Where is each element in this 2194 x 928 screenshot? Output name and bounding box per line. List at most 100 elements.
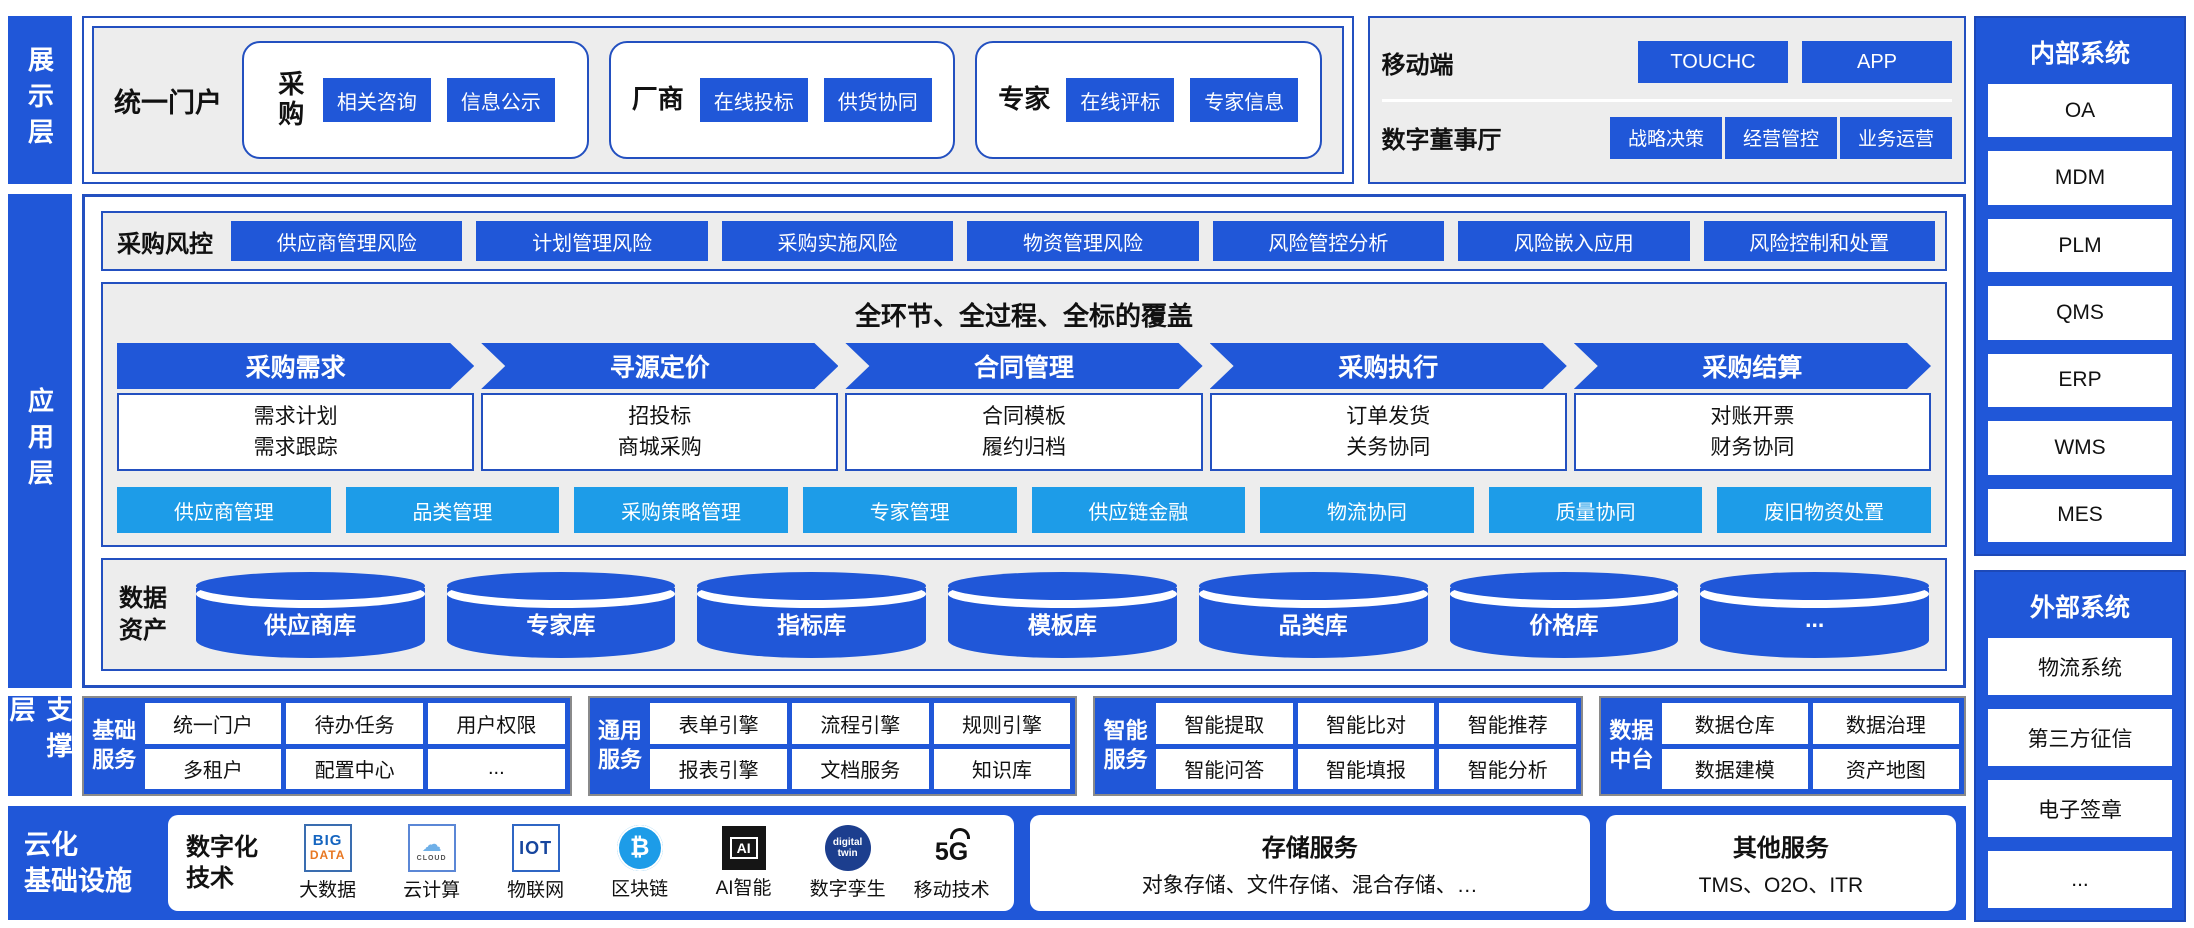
ai-chip-icon: AI	[721, 826, 766, 870]
strategy-decision-block: 战略决策	[1610, 116, 1722, 159]
infra-label-line1: 云化	[24, 829, 78, 860]
cell-smart-analysis: 智能分析	[1439, 748, 1577, 789]
group-smart-services: 智能服务 智能提取 智能比对 智能推荐 智能问答 智能填报 智能分析	[1093, 696, 1584, 796]
stage-execution-items: 订单发货 关务协同	[1209, 393, 1567, 471]
iot-icon: IOT	[511, 824, 560, 872]
boardroom-label: 数字董事厅	[1381, 127, 1502, 155]
touchc-block: TOUCHC	[1638, 41, 1788, 84]
5g-icon: 5G	[928, 824, 976, 872]
infra-label-line2: 基础设施	[24, 866, 132, 896]
cell-data-modeling: 数据建模	[1661, 748, 1808, 789]
storage-service-desc: 对象存储、文件存储、混合存储、…	[1141, 873, 1478, 897]
risk-material-block: 物资管理风险	[967, 221, 1199, 261]
support-layer-row: 基础服务 统一门户 待办任务 用户权限 多租户 配置中心 ... 通用服务 表单…	[82, 696, 1966, 796]
risk-control-block: 风险控制和处置	[1703, 221, 1935, 261]
tech-cloud: ☁ CLOUD 云计算	[388, 824, 476, 902]
stage-demand-header: 采购需求	[117, 343, 474, 389]
risk-panel-label: 采购风控	[117, 230, 213, 258]
risk-analysis-block: 风险管控分析	[1212, 221, 1445, 261]
operation-control-block: 经营管控	[1725, 116, 1837, 159]
cloud-infrastructure-bar: 云化 基础设施 数字化技术 BIG DATA 大数据 ☁ CLOUD 云计算	[8, 806, 1966, 920]
mobile-buttons: TOUCHC APP	[1546, 41, 1952, 84]
stage-settlement-header: 采购结算	[1574, 343, 1931, 389]
digital-twin-icon: digital twin	[824, 825, 871, 871]
database-cylinders: 供应商库 专家库 指标库 模板库 品类库	[195, 571, 1930, 658]
infrastructure-label: 云化 基础设施	[24, 827, 152, 900]
stage-execution: 采购执行 订单发货 关务协同	[1209, 343, 1567, 471]
other-service-box: 其他服务 TMS、O2O、ITR	[1605, 815, 1956, 911]
storage-service-title: 存储服务	[1261, 834, 1358, 862]
cell-flow-engine: 流程引擎	[791, 703, 929, 744]
db-supplier: 供应商库	[264, 611, 357, 638]
internal-system-oa: OA	[1988, 84, 2172, 138]
stage-settlement: 采购结算 对账开票 财务协同	[1573, 343, 1932, 471]
stage-sub: 财务协同	[1710, 436, 1795, 459]
tech-blockchain: ₿ 区块链	[596, 825, 684, 901]
db-indicator: 指标库	[777, 611, 847, 638]
role-label-vendor: 厂商	[631, 84, 684, 115]
module-supplier-mgmt: 供应商管理	[117, 487, 331, 533]
layer-label-support: 支撑层	[6, 696, 73, 796]
stage-sub: 合同模板	[982, 404, 1066, 428]
mobile-and-boardroom-panel: 移动端 TOUCHC APP 数字董事厅 战略决策 经营管控 业务运营	[1367, 16, 1966, 184]
cell-user-permission: 用户权限	[427, 703, 565, 744]
module-logistics: 物流协同	[1260, 487, 1474, 533]
module-row: 供应商管理 品类管理 采购策略管理 专家管理 供应链金融 物流协同 质量协同 废…	[117, 487, 1931, 533]
other-service-desc: TMS、O2O、ITR	[1698, 873, 1864, 897]
boardroom-buttons: 战略决策 经营管控 业务运营	[1546, 116, 1952, 159]
stage-demand-items: 需求计划 需求跟踪	[117, 393, 475, 471]
stage-sourcing: 寻源定价 招投标 商城采购	[481, 343, 839, 471]
group-data-middle-platform: 数据中台 数据仓库 数据治理 数据建模 资产地图	[1599, 696, 1966, 796]
database-cylinder-icon: 品类库	[1198, 571, 1428, 658]
buyer-consult-block: 相关咨询	[322, 78, 431, 122]
cell-data-warehouse: 数据仓库	[1661, 703, 1808, 744]
stage-sub: 需求计划	[253, 404, 338, 428]
vendor-supply-block: 供货协同	[823, 78, 932, 122]
cell-smart-fill: 智能填报	[1297, 748, 1435, 789]
tech-big-data: BIG DATA 大数据	[284, 824, 372, 902]
risk-implementation-block: 采购实施风险	[721, 221, 954, 261]
internal-system-mes: MES	[1988, 488, 2172, 542]
external-system-esign: 电子签章	[1988, 780, 2172, 837]
big-data-icon: BIG DATA	[303, 824, 352, 872]
boardroom-row: 数字董事厅 战略决策 经营管控 业务运营	[1381, 98, 1952, 175]
stage-sub: 商城采购	[617, 436, 702, 459]
process-stages: 采购需求 需求计划 需求跟踪 寻源定价 招投标 商城采购 合同管理	[117, 343, 1932, 471]
unified-portal-box: 统一门户 采购 相关咨询 信息公示 厂商 在线投标 供货协同 专家 在线评标 专…	[82, 16, 1354, 184]
portal-group-expert: 专家 在线评标 专家信息	[975, 41, 1322, 159]
role-label-expert: 专家	[998, 84, 1051, 115]
data-assets-panel: 数据资产 供应商库 专家库 指标库 模板库	[101, 558, 1947, 671]
database-cylinder-icon: 价格库	[1449, 571, 1679, 658]
tech-5g: 5G 移动技术	[908, 824, 996, 902]
external-system-logistics: 物流系统	[1988, 638, 2172, 695]
cell-todo-tasks: 待办任务	[286, 703, 423, 744]
business-operation-block: 业务运营	[1840, 116, 1952, 159]
stage-contract-items: 合同模板 履约归档	[845, 393, 1203, 471]
app-block: APP	[1802, 41, 1952, 84]
stage-sourcing-header: 寻源定价	[481, 343, 838, 389]
portal-group-vendor: 厂商 在线投标 供货协同	[608, 41, 955, 159]
mobile-row: 移动端 TOUCHC APP	[1381, 26, 1952, 99]
common-services-label: 通用服务	[597, 718, 642, 772]
cell-smart-extract: 智能提取	[1155, 703, 1293, 744]
external-systems-title: 外部系统	[2029, 594, 2130, 622]
cell-smart-qa: 智能问答	[1155, 748, 1293, 789]
risk-supplier-block: 供应商管理风险	[231, 221, 463, 261]
internal-systems-title: 内部系统	[2029, 40, 2130, 68]
internal-system-erp: ERP	[1988, 353, 2172, 408]
mobile-label: 移动端	[1381, 51, 1454, 79]
module-scrap-disposal: 废旧物资处置	[1717, 487, 1931, 533]
cell-multi-tenant: 多租户	[144, 748, 282, 789]
cell-smart-recommend: 智能推荐	[1439, 703, 1577, 744]
expert-info-block: 专家信息	[1190, 78, 1299, 122]
stage-sourcing-items: 招投标 商城采购	[481, 393, 839, 471]
cell-knowledge-base: 知识库	[933, 748, 1071, 789]
db-template: 模板库	[1027, 611, 1097, 638]
stage-sub: 履约归档	[982, 436, 1066, 459]
stage-sub: 招投标	[628, 404, 692, 428]
unified-portal-title: 统一门户	[114, 87, 222, 118]
external-systems-panel: 外部系统 物流系统 第三方征信 电子签章 ...	[1974, 570, 2186, 922]
cell-base-more: ...	[427, 748, 565, 789]
internal-system-wms: WMS	[1988, 421, 2172, 475]
